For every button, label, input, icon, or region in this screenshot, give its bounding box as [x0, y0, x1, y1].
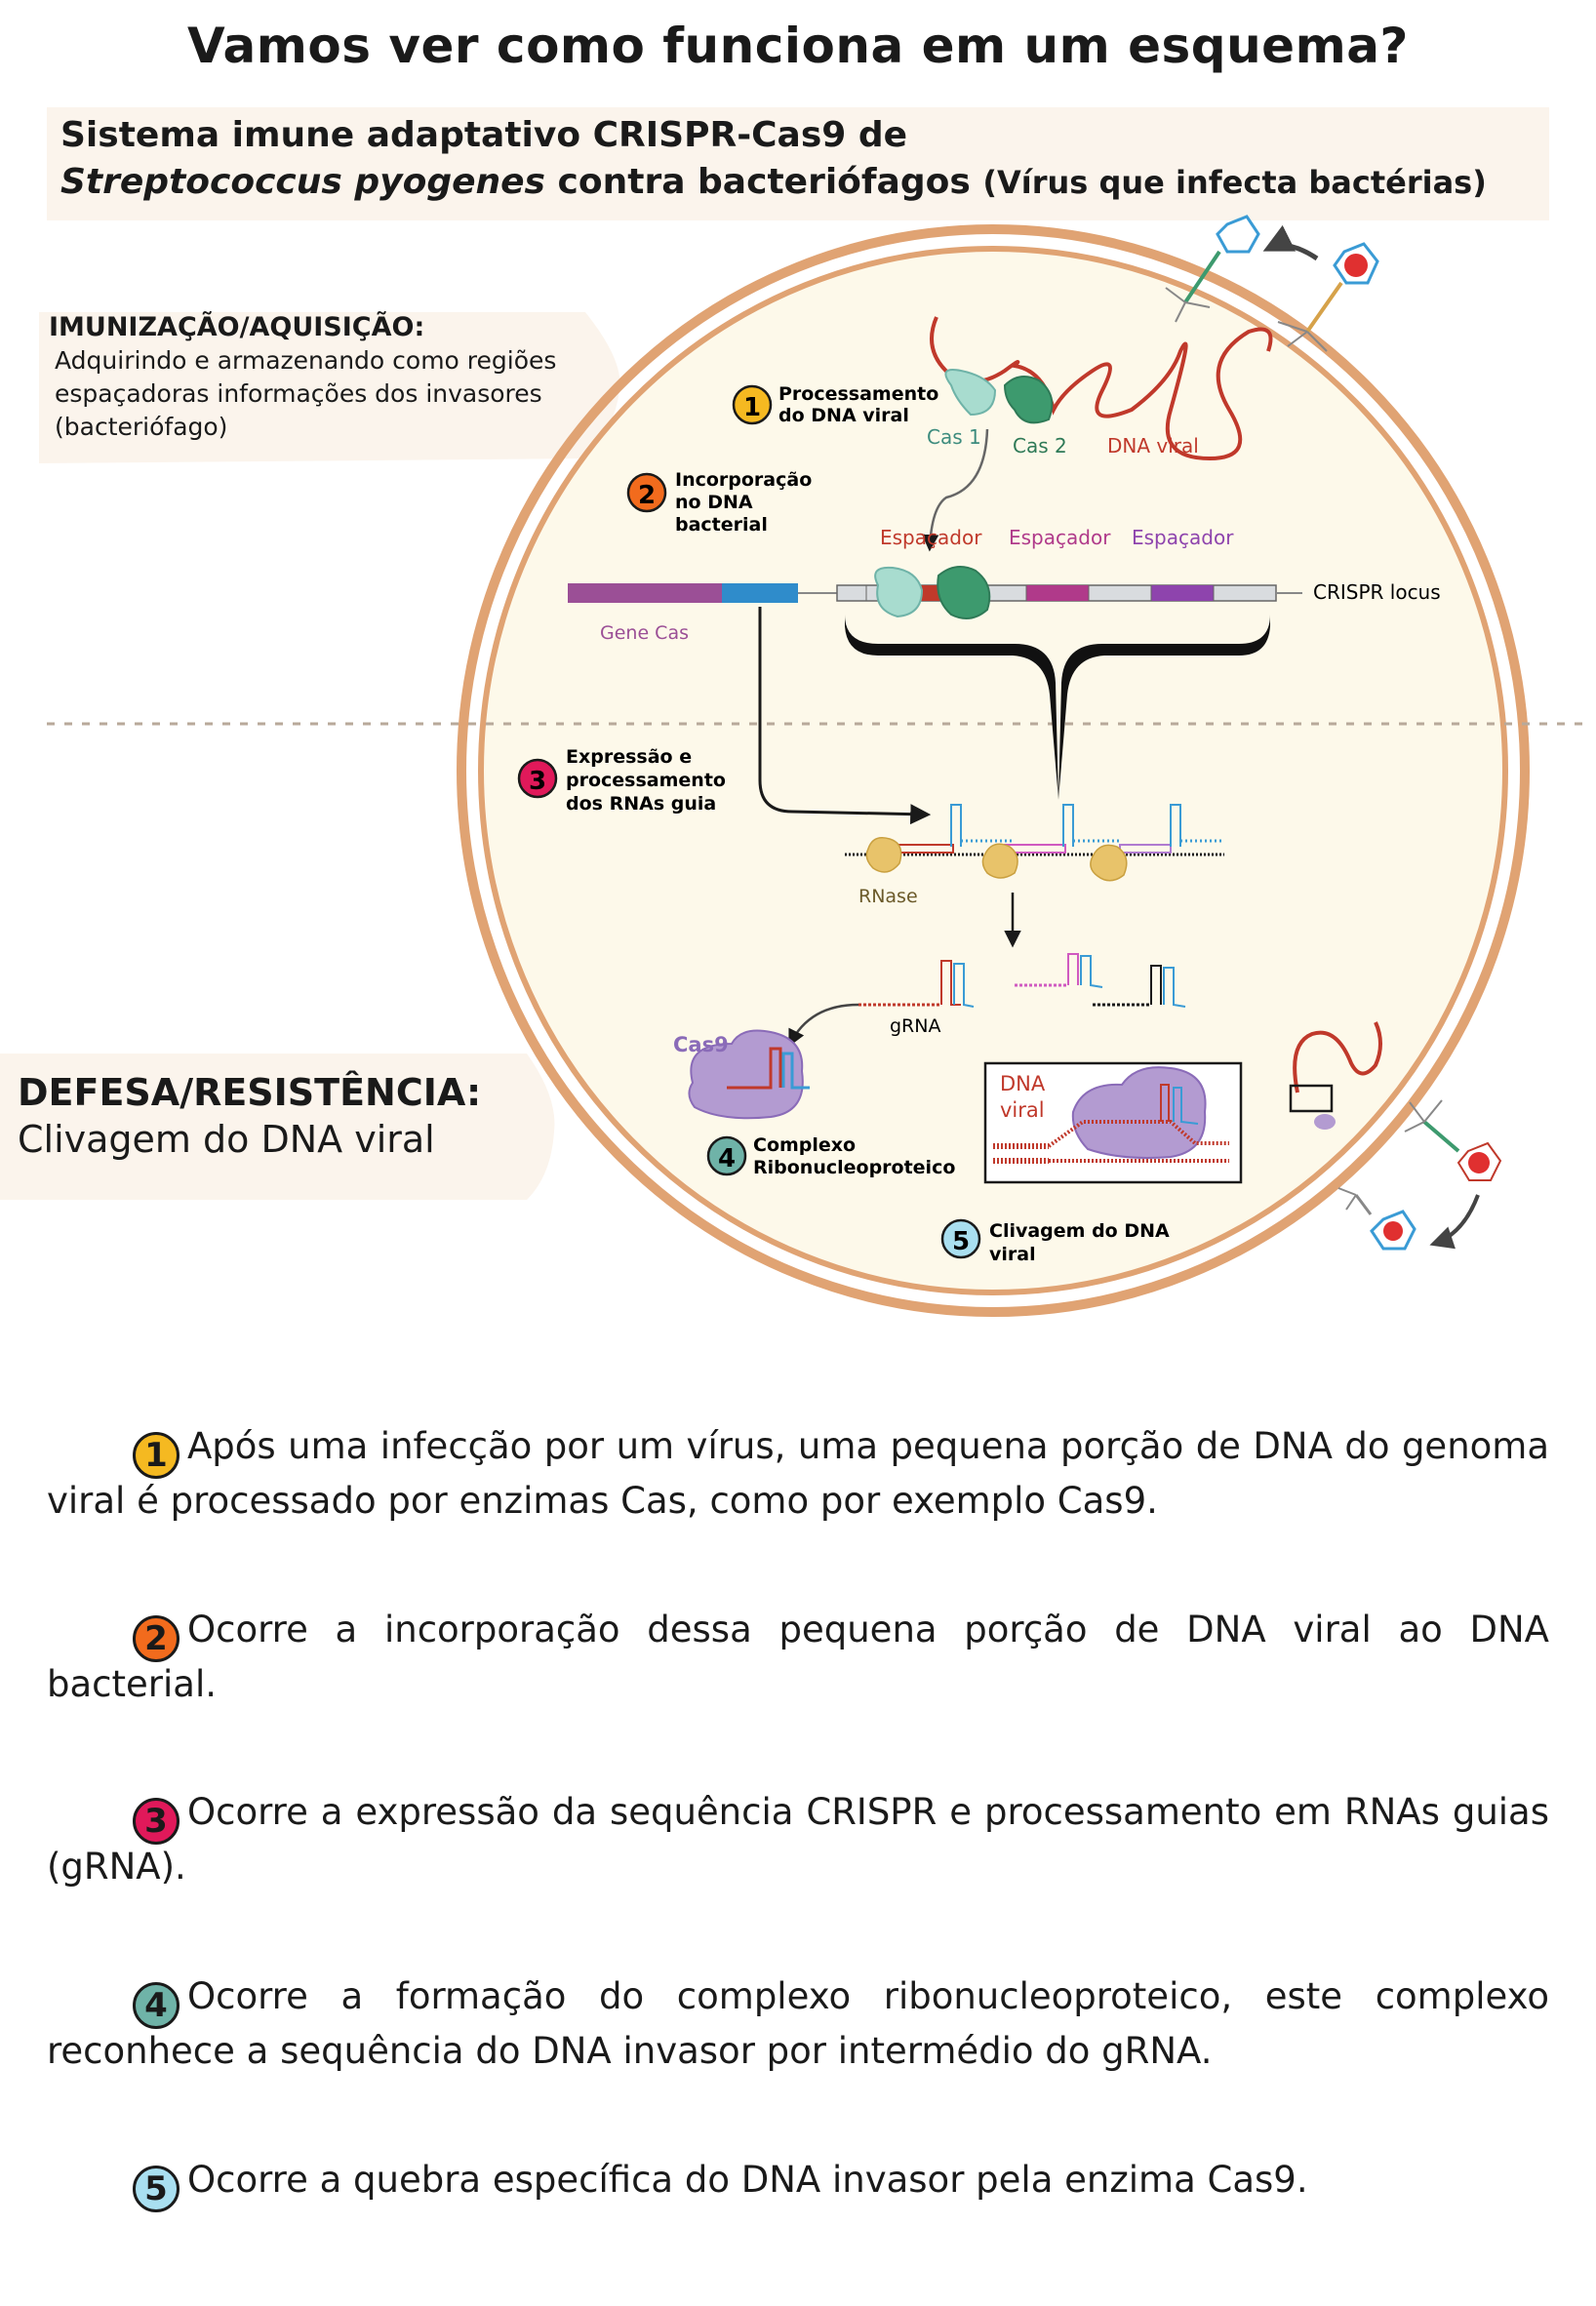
- grna-2: [1015, 953, 1103, 988]
- step-5-line1: Clivagem do DNA: [989, 1220, 1170, 1242]
- step-2-line3: bacterial: [675, 514, 768, 536]
- defense-text: Clivagem do DNA viral: [18, 1118, 435, 1161]
- paragraph-2-badge: 2: [133, 1615, 180, 1662]
- crispr-locus-label: CRISPR locus: [1313, 580, 1441, 604]
- cas9-label: Cas9: [673, 1033, 729, 1056]
- expression-arrow: [758, 607, 932, 825]
- incorporation-arrow: [921, 428, 989, 552]
- phage-transition-arrow: [1262, 224, 1319, 261]
- cas2-protein: [1003, 376, 1054, 424]
- paragraph-3-text: Ocorre a expressão da sequência CRISPR e…: [47, 1791, 1549, 1888]
- paragraph-1-text: Após uma infecção por um vírus, uma pequ…: [47, 1425, 1549, 1522]
- step-4-line1: Complexo: [753, 1134, 856, 1156]
- subtitle-line2: Streptococcus pyogenes contra bacteriófa…: [60, 162, 1487, 202]
- subtitle-paren: (Vírus que infecta bactérias): [982, 164, 1487, 201]
- step-4-badge: 4: [706, 1135, 747, 1176]
- step-5-line2: viral: [989, 1244, 1036, 1265]
- paragraph-5-text: Ocorre a quebra específica do DNA invaso…: [187, 2159, 1308, 2201]
- step-2-badge: 2: [626, 472, 667, 513]
- grna-3: [1093, 965, 1186, 1008]
- step-5-badge: 5: [940, 1218, 981, 1259]
- step-3-line3: dos RNAs guia: [566, 793, 716, 815]
- phage-infecting-icon: [1277, 242, 1379, 352]
- immunization-title: IMUNIZAÇÃO/AQUISIÇÃO:: [49, 312, 425, 342]
- phage-right-icon: [1404, 1099, 1502, 1181]
- immunization-line-2: espaçadoras informações dos invasores: [55, 379, 542, 408]
- gene-cas-bar: [568, 583, 722, 603]
- immunization-text: Adquirindo e armazenando como regiões es…: [55, 344, 556, 444]
- grna-1: [858, 960, 975, 1008]
- subtitle-box: [47, 107, 1549, 220]
- subtitle-line1: Sistema imune adaptativo CRISPR-Cas9 de: [60, 115, 908, 155]
- grna-label: gRNA: [890, 1015, 940, 1037]
- defense-title: DEFESA/RESISTÊNCIA:: [18, 1071, 482, 1114]
- paragraph-2-text: Ocorre a incorporação dessa pequena porç…: [47, 1609, 1549, 1705]
- step-1-line1: Processamento: [778, 383, 938, 405]
- cas9-binding-arrow: [788, 1003, 859, 1048]
- cell-body: [478, 246, 1508, 1295]
- step-3-number: 3: [529, 767, 546, 796]
- step-1-line2: do DNA viral: [778, 405, 909, 426]
- step-3-badge: 3: [517, 758, 558, 799]
- right-viral-dna: [1293, 1021, 1382, 1093]
- paragraph-1-badge: 1: [133, 1432, 180, 1479]
- page-title: Vamos ver como funciona em um esquema?: [187, 18, 1409, 74]
- cas1-protein: [944, 369, 997, 417]
- defense-box-shape: [0, 1054, 555, 1200]
- immunization-box-shape: [39, 312, 620, 463]
- spacer-label-1: Espaçador: [880, 526, 982, 549]
- subtitle-rest: contra bacteriófagos: [557, 162, 971, 202]
- step-3-line1: Expressão e: [566, 746, 692, 768]
- phage-bottom-icon: [1337, 1187, 1416, 1251]
- immunization-line-1: Adquirindo e armazenando como regiões: [55, 346, 557, 375]
- paragraph-3-badge: 3: [133, 1798, 180, 1845]
- subtitle-species: Streptococcus pyogenes: [60, 162, 545, 202]
- cas9-protein: [688, 1029, 804, 1120]
- paragraph-5-badge: 5: [133, 2166, 180, 2212]
- cas2-at-locus: [937, 566, 991, 619]
- cell-wall-outer: [457, 224, 1530, 1317]
- spacer-label-3: Espaçador: [1132, 526, 1234, 549]
- inset-dna-label: DNA: [1000, 1072, 1046, 1095]
- crispr-brace: [845, 615, 1270, 800]
- spacer-label-2: Espaçador: [1009, 526, 1111, 549]
- rnase-protein: [865, 837, 1128, 882]
- step-1-badge: 1: [732, 384, 773, 425]
- inset-viral-label: viral: [1000, 1098, 1045, 1122]
- step-3-line2: processamento: [566, 770, 726, 791]
- cas1-label: Cas 1: [927, 425, 981, 449]
- paragraph-4-text: Ocorre a formação do complexo ribonucleo…: [47, 1975, 1549, 2072]
- viral-dna-strand: [930, 316, 1273, 461]
- crispr-diagram: Cas 1 Cas 2 DNA viral 1 Processamento do…: [47, 215, 1590, 1317]
- immunization-line-3: (bacteriófago): [55, 413, 228, 441]
- phage-exit-arrow: [1429, 1194, 1480, 1250]
- zoom-marker-box: [1289, 1084, 1334, 1113]
- cas1-at-locus: [874, 566, 924, 618]
- cas2-label: Cas 2: [1013, 434, 1067, 457]
- rnase-label: RNase: [858, 886, 918, 907]
- step-2-number: 2: [638, 481, 656, 510]
- gene-cas-label: Gene Cas: [600, 622, 689, 644]
- phage-top-icon: [1165, 215, 1260, 323]
- gene-cas-bar-blue: [722, 583, 798, 603]
- paragraph-4-badge: 4: [133, 1982, 180, 2029]
- step-5-number: 5: [952, 1227, 970, 1256]
- step-1-number: 1: [743, 393, 761, 422]
- step-4-line2: Ribonucleoproteico: [753, 1157, 955, 1178]
- dna-viral-label: DNA viral: [1107, 434, 1199, 457]
- step-2-line2: no DNA: [675, 492, 753, 513]
- step-4-number: 4: [718, 1144, 736, 1173]
- step-2-line1: Incorporação: [675, 469, 812, 491]
